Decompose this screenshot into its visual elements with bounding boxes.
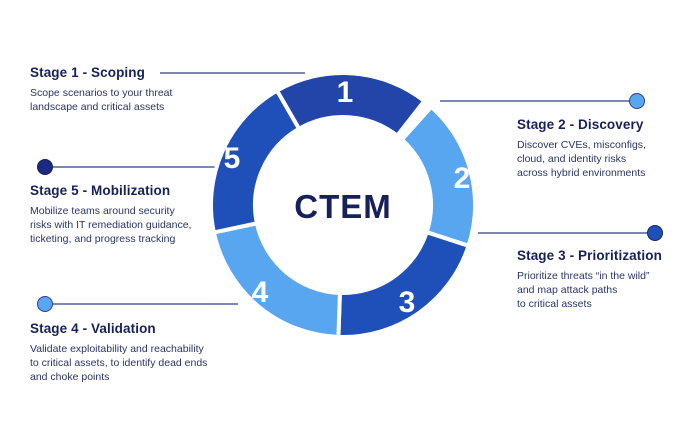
cycle-ring <box>209 71 477 339</box>
connector-dot-stage-4 <box>37 296 53 312</box>
stage-5-label: Stage 5 - Mobilization Mobilize teams ar… <box>30 183 250 246</box>
stage-5-description: Mobilize teams around security risks wit… <box>30 205 192 245</box>
stage-3-label: Stage 3 - Prioritization Prioritize thre… <box>517 248 697 311</box>
stage-number-4: 4 <box>252 276 269 309</box>
stage-2-label: Stage 2 - Discovery Discover CVEs, misco… <box>517 117 697 180</box>
stage-2-title: Stage 2 - Discovery <box>517 117 644 132</box>
connector-dot-stage-3 <box>647 225 663 241</box>
stage-5-title: Stage 5 - Mobilization <box>30 183 171 198</box>
stage-number-5: 5 <box>224 142 241 175</box>
stage-number-2: 2 <box>454 162 471 195</box>
connector-dot-stage-2 <box>629 93 645 109</box>
stage-3-title: Stage 3 - Prioritization <box>517 248 662 263</box>
stage-number-3: 3 <box>399 286 416 319</box>
center-label: CTEM <box>294 188 392 225</box>
stage-4-description: Validate exploitability and reachability… <box>30 343 208 383</box>
stage-number-1: 1 <box>337 76 354 109</box>
ring-segment-3 <box>336 230 471 339</box>
stage-4-label: Stage 4 - Validation Validate exploitabi… <box>30 321 250 384</box>
stage-2-description: Discover CVEs, misconfigs, cloud, and id… <box>517 139 646 179</box>
ring-segment-5 <box>209 88 301 235</box>
stage-1-title: Stage 1 - Scoping <box>30 65 145 80</box>
stage-4-title: Stage 4 - Validation <box>30 321 156 336</box>
connector-dot-stage-5 <box>37 159 53 175</box>
stage-numbers: 1 2 3 4 5 <box>224 76 471 319</box>
connectors <box>37 72 663 312</box>
ring-segment-1 <box>275 71 427 138</box>
stage-1-description: Scope scenarios to your threat landscape… <box>30 87 173 113</box>
stage-3-description: Prioritize threats “in the wild” and map… <box>517 270 650 310</box>
stage-1-label: Stage 1 - Scoping Scope scenarios to you… <box>30 65 250 114</box>
